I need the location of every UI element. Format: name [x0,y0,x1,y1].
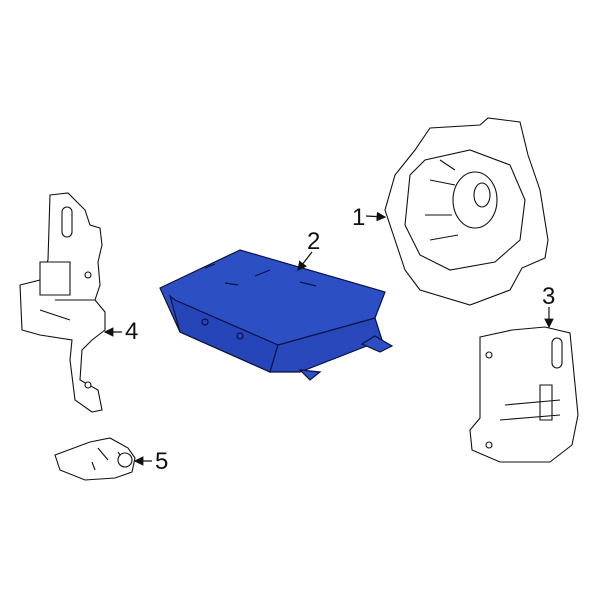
callout-1: 1 [352,204,366,231]
part-1-clock-spring[interactable] [384,117,549,306]
part-5-sensor[interactable] [54,437,136,481]
callout-5: 5 [155,448,169,475]
part-3-bracket[interactable] [469,326,579,463]
callout-2: 2 [307,228,321,255]
leader-lines [103,211,554,466]
part-4-bracket[interactable] [19,192,106,413]
callout-3: 3 [542,283,556,310]
part-2-airbag-module[interactable] [159,249,394,381]
callout-4: 4 [125,318,139,345]
